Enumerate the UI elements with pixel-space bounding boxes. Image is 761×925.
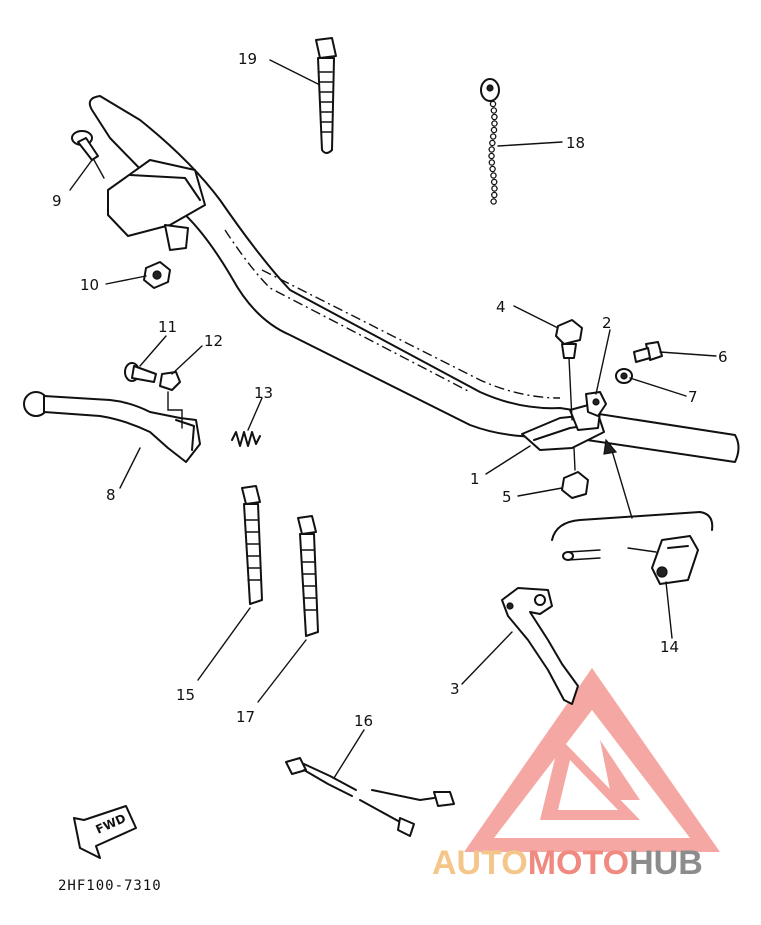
callout-14: 14 xyxy=(660,638,679,656)
chain-ball xyxy=(489,165,496,173)
part-code: 2HF100-7310 xyxy=(58,878,162,894)
handlebar xyxy=(88,95,740,463)
watermark-text: AUTOMOTOHUB xyxy=(432,844,703,882)
chain-ball xyxy=(490,178,498,186)
watermark-auto: AUTO xyxy=(432,844,528,882)
callout-3: 3 xyxy=(450,680,460,698)
callout-9: 9 xyxy=(52,192,62,210)
cable-tie-17 xyxy=(297,515,319,637)
nut-5 xyxy=(561,447,589,499)
bolt-9 xyxy=(71,130,105,179)
callout-10: 10 xyxy=(80,276,99,294)
chain-ball xyxy=(490,126,498,134)
switch-arrow xyxy=(609,443,633,519)
bolt-4 xyxy=(555,319,583,421)
master-cylinder-assembly xyxy=(107,159,206,251)
chain-ball xyxy=(488,159,496,166)
callout-1: 1 xyxy=(470,470,480,488)
chain-ball xyxy=(491,191,498,199)
callout-6: 6 xyxy=(718,348,728,366)
lever-8 xyxy=(23,391,201,463)
lever-3 xyxy=(501,587,579,705)
nut-10 xyxy=(143,261,171,289)
chain-ball xyxy=(489,100,497,108)
chain-ball xyxy=(490,172,497,179)
chain-ball xyxy=(488,146,495,153)
callout-labels: 2 1 3 4 5 6 7 8 9 10 11 12 13 14 15 16 1… xyxy=(52,50,728,730)
chain-ball xyxy=(491,120,498,127)
washer-7 xyxy=(615,368,633,384)
callout-5: 5 xyxy=(502,488,512,506)
fwd-arrow-icon: FWD xyxy=(73,805,137,859)
watermark-moto: MOTO xyxy=(528,844,629,882)
screw-6 xyxy=(633,341,663,363)
bracket-2 xyxy=(585,391,607,417)
nut-12 xyxy=(159,371,181,391)
cable-tie-15 xyxy=(241,485,263,605)
callout-4: 4 xyxy=(496,298,506,316)
callout-8: 8 xyxy=(106,486,116,504)
callout-17: 17 xyxy=(236,708,255,726)
callout-19: 19 xyxy=(238,50,257,68)
watermark-logo xyxy=(464,668,720,852)
chain-ball xyxy=(491,185,498,192)
chain-ball xyxy=(491,113,498,121)
callout-2: 2 xyxy=(602,314,612,332)
cable-tie-19 xyxy=(315,37,337,154)
switch-bracket xyxy=(551,511,714,541)
callout-15: 15 xyxy=(176,686,195,704)
callout-18: 18 xyxy=(566,134,585,152)
switch-14 xyxy=(562,535,699,585)
chain-ball xyxy=(490,107,498,114)
chain-ball xyxy=(489,133,497,140)
leader-12-lever xyxy=(167,391,183,429)
ball-chain-18 xyxy=(480,78,500,205)
callout-11: 11 xyxy=(158,318,177,336)
chain-ball xyxy=(489,139,496,147)
callout-7: 7 xyxy=(688,388,698,406)
watermark-hub: HUB xyxy=(629,844,703,882)
screw-11 xyxy=(124,362,157,383)
callout-13: 13 xyxy=(254,384,273,402)
callout-12: 12 xyxy=(204,332,223,350)
chain-ball xyxy=(488,152,495,160)
chain-ball xyxy=(490,198,497,205)
callout-16: 16 xyxy=(354,712,373,730)
wire-harness-16 xyxy=(285,757,455,837)
leader-lines xyxy=(69,59,717,779)
spring-13 xyxy=(231,431,261,447)
switch-arrow-head xyxy=(603,438,618,455)
